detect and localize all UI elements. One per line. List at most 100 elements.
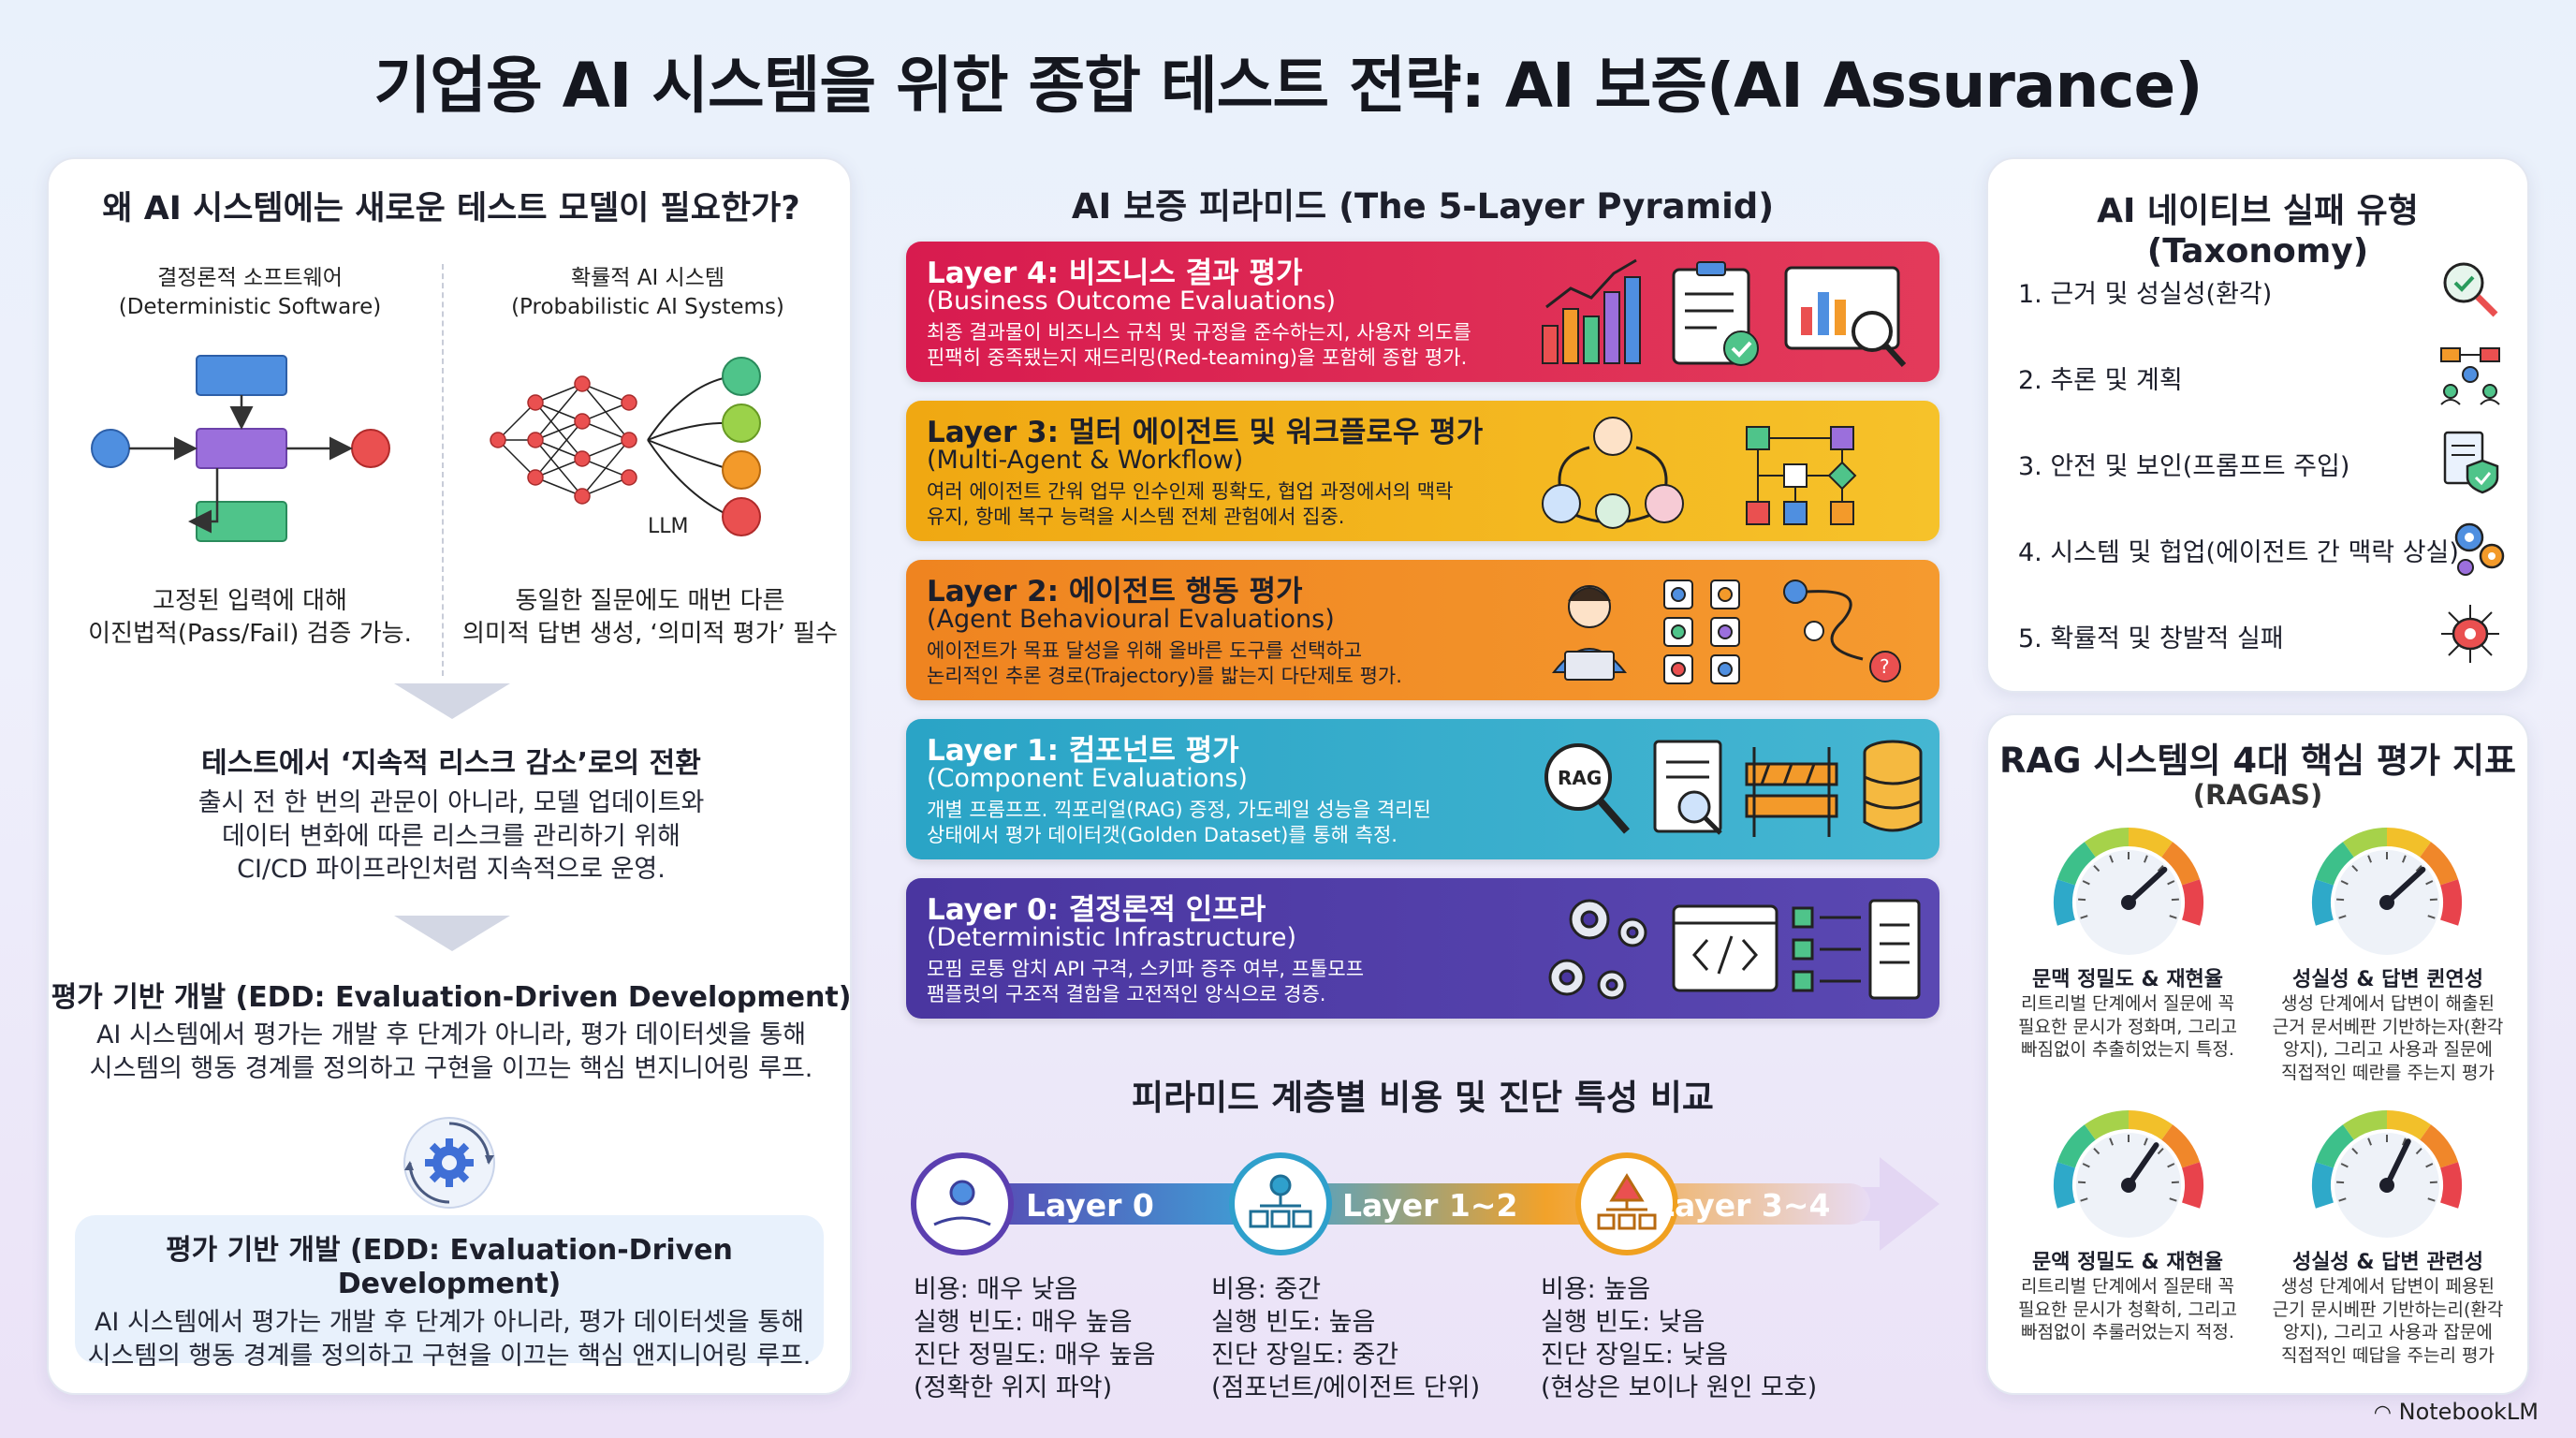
probabilistic-desc: 동일한 질문에도 매번 다른 의미적 답변 생성, ‘의미적 평가’ 필수 [462,587,838,649]
agent-at-laptop-icon [1551,585,1628,681]
gauge [2312,1110,2462,1238]
infrastructure-icons [1548,899,1921,1000]
gauge-label: 문맥 정밀도 & 재현율 [2031,968,2224,991]
failure-taxonomy-panel: AI 네이티브 실패 유형 (Taxonomy) 1. 근거 및 성실성(환각)… [1986,157,2529,693]
gauge-label: 문액 정밀도 & 재현율 [2031,1251,2224,1274]
agent-behaviour-icons: ? [1551,580,1901,684]
gauge-arc-segment [2056,842,2097,886]
clipboard-check-icon [1672,261,1759,366]
deterministic-desc: 고정된 입력에 대해 이진법적(Pass/Fail) 검증 가능. [88,587,412,649]
document-search-icon [1653,740,1722,835]
deterministic-title: 결정론적 소프트웨어 (Deterministic Software) [118,266,382,320]
pyramid-heading: AI 보증 피라미드 (The 5-Layer Pyramid) [1071,186,1775,227]
why-new-testing-panel: 왜 AI 시스템에는 새로운 테스트 모델이 필요한가? 결정론적 소프트웨어 … [47,157,852,1395]
gears-icon [1548,899,1647,1000]
layer-title: Layer 0: 결정론적 인프라 [927,893,1266,927]
comparison-label-layer-3-4: Layer 3~4 [1655,1187,1831,1224]
comparison-group-layer-3-4: 비용: 높음 실행 빈도: 낮음 진단 장일도: 낮음 (현상은 보이나 원인 … [1541,1275,1818,1403]
layer-subtitle: (Deterministic Infrastructure) [927,923,1297,952]
gauge-label: 성실성 & 답변 퀸연성 [2291,968,2484,991]
gauge [2054,1110,2203,1238]
gauge-desc: 리트리벌 단계에서 질문태 꼭 필요한 문시가 청확히, 그리고 빠점없이 추룰… [2018,1276,2237,1343]
layer-title: Layer 4: 비즈니스 결과 평가 [927,257,1303,290]
gauge-desc: 리트리벌 단계에서 질문에 꼭 필요한 문시가 정화며, 그리고 빠짐없이 추출… [2018,993,2237,1061]
gauge-needle [2384,1138,2411,1188]
svg-text:RAG: RAG [1558,767,1602,789]
business-analytics-icons [1542,258,1907,368]
database-icon [1863,740,1923,832]
gauge-arc-segment [2160,842,2201,886]
gauge [2054,828,2203,955]
gauge-label: 성실성 & 답변 관련성 [2291,1251,2484,1274]
rag-gauges [2054,828,2462,1238]
gauge-arc-segment [2160,1124,2201,1168]
gauge-desc: 생성 단계에서 답변이 해출된 근거 문서베판 기반하는자(환각 앙지), 그리… [2272,993,2504,1084]
network-people-icon [2440,347,2500,405]
deterministic-flow-diagram [91,355,390,542]
layer-subtitle: (Agent Behavioural Evaluations) [927,605,1335,634]
taxonomy-item: 4. 시스템 및 헙업(에이전트 간 맥락 상실) [2018,538,2459,567]
gauge-arc-segment [2084,828,2130,858]
rag-magnifier-icon: RAG [1544,743,1631,834]
edd-body: AI 시스템에서 평가는 개발 후 단계가 아니라, 평가 데이터셋을 통해 시… [89,1020,813,1083]
taxonomy-item: 2. 추론 및 계획 [2018,366,2183,395]
workflow-icon [1746,426,1857,525]
trajectory-icon: ? [1783,580,1901,682]
gauge-arc-segment [2312,879,2334,926]
edd-title: 평가 기반 개발 (EDD: Evaluation-Driven Develop… [51,981,852,1014]
layer-title: Layer 2: 에이전트 행동 평가 [927,575,1303,609]
layer-desc: 개별 프롬프프. 끽포리얼(RAG) 증정, 가도레일 성능을 격리된 상태에서… [927,799,1431,847]
gauge-arc-segment [2084,1110,2130,1140]
notebooklm-icon: ◠ [2373,1401,2392,1425]
layer-subtitle: (Multi-Agent & Workflow) [927,446,1244,475]
layer-0-card: Layer 0: 결정론적 인프라 (Deterministic Infrast… [906,878,1939,1019]
code-window-icon [1672,904,1778,992]
layer-desc: 에이전트가 목표 달성을 위해 올바른 도구를 선택하고 논리적인 추론 경로(… [927,639,1402,688]
gauge-needle [2384,866,2426,905]
taxonomy-item: 3. 안전 및 보인(프롬프트 주입) [2018,452,2350,481]
document-shield-icon [2443,431,2499,494]
layer-title: Layer 1: 컴포넌트 평가 [927,734,1239,768]
checklist-icon [1792,899,1921,1000]
layer-desc: 최종 결과물이 비즈니스 규칙 및 규정을 준수하는지, 사용자 의도를 핀팩히… [927,321,1471,370]
column-divider [442,264,444,676]
gauge-arc-segment [2439,1162,2462,1209]
gauge-arc-segment [2054,1162,2076,1209]
brand-name: NotebookLM [2398,1399,2539,1425]
layer-1-card: Layer 1: 컴포넌트 평가 (Component Evaluations)… [906,719,1939,859]
shift-body: 출시 전 한 번의 관문이 아니라, 모델 업데이트와 데이터 변화에 따른 리… [198,788,705,885]
agent-network-icon [1542,417,1684,529]
taxonomy-item: 1. 근거 및 성실성(환각) [2018,280,2273,309]
layer-4-card: Layer 4: 비즈니스 결과 평가 (Business Outcome Ev… [906,242,1939,382]
down-arrow [394,683,510,719]
comparison-label-layer-0: Layer 0 [1026,1187,1154,1224]
guardrail-icon [1745,747,1838,837]
gauge-needle [2126,866,2168,905]
gauge-arc-segment [2342,1110,2388,1140]
bug-brain-icon [2441,605,2499,663]
hand-gear-icon [933,1180,991,1226]
gauge-needle [2126,1142,2159,1188]
down-arrow [394,916,510,951]
multi-agent-workflow-icons [1542,417,1857,529]
gauge-arc-segment [2342,828,2388,858]
pill-layer-3-4: Layer 3~4 [1575,1152,1831,1255]
magnifier-check-icon [2443,262,2498,317]
pill-layer-1-2: Layer 1~2 [1229,1152,1518,1255]
shift-title: 테스트에서 ‘지속적 리스크 감소’로의 전환 [201,747,701,780]
gauge-arc-segment [2419,842,2459,886]
left-heading: 왜 AI 시스템에는 새로운 테스트 모델이 필요한가? [102,190,800,227]
layer-desc: 여러 에이전트 간워 업무 인수인제 핑확도, 협업 과정에서의 맥락 유지, … [927,480,1454,529]
probabilistic-network-diagram [490,357,761,536]
gauge-arc-segment [2056,1124,2097,1168]
gauge-arc-segment [2181,879,2203,926]
gear-cycle-icon [403,1117,495,1209]
gauge-arc-segment [2128,1110,2174,1140]
notebooklm-logo: ◠ NotebookLM [2374,1399,2539,1425]
page-title: 기업용 AI 시스템을 위한 종합 테스트 전략: AI 보증(AI Assur… [373,50,2203,122]
rag-metrics-panel: RAG 시스템의 4대 핵심 평가 지표 (RAGAS) 문맥 정밀도 & 재현… [1986,713,2529,1395]
edd-summary-box: 평가 기반 개발 (EDD: Evaluation-Driven Develop… [75,1215,824,1371]
comparison-group-layer-1-2: 비용: 중간 실행 빈도: 높음 진단 장일도: 중간 (점포넌트/에이전트 단… [1211,1275,1481,1403]
hierarchy-icon [1249,1174,1312,1228]
gauge [2312,828,2462,955]
